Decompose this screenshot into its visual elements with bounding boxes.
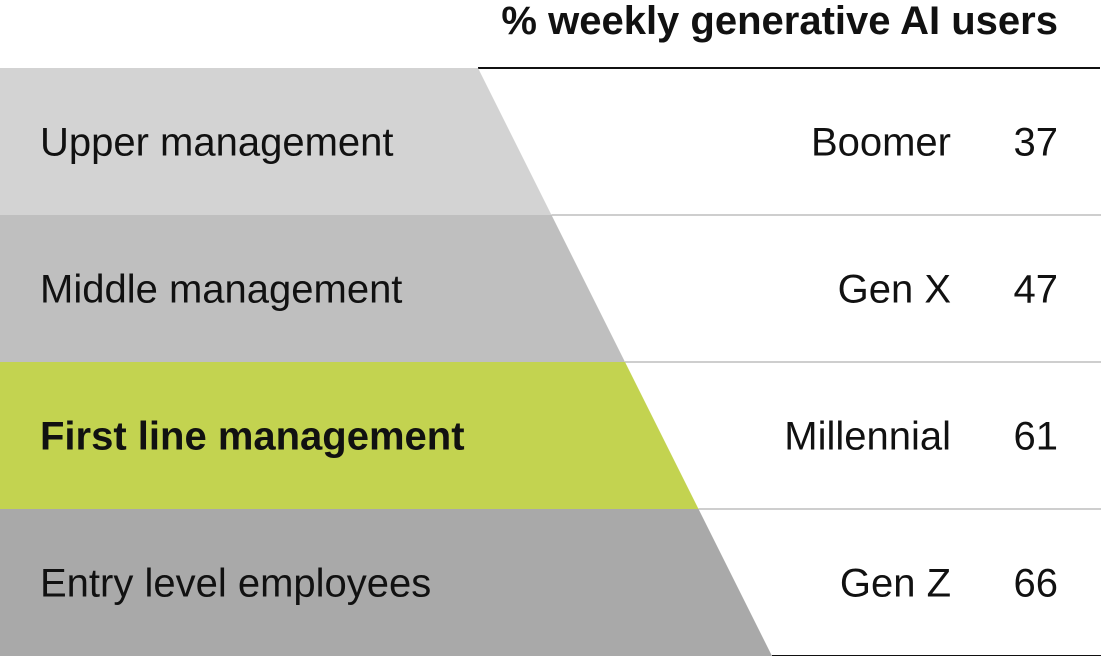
level-label: First line management	[40, 415, 465, 459]
chart-title: % weekly generative AI users	[501, 0, 1058, 43]
generation-label: Millennial	[784, 415, 951, 459]
level-label: Upper management	[40, 121, 394, 165]
level-label: Entry level employees	[40, 562, 431, 606]
value-label: 61	[1014, 415, 1059, 459]
funnel-segment	[0, 215, 625, 362]
generation-label: Gen X	[838, 268, 951, 312]
funnel-segment	[0, 509, 772, 656]
funnel-segment	[0, 68, 552, 215]
funnel-segment	[0, 362, 699, 509]
value-label: 66	[1014, 562, 1059, 606]
value-label: 37	[1014, 121, 1059, 165]
generation-label: Boomer	[811, 121, 951, 165]
generation-label: Gen Z	[840, 562, 951, 606]
value-label: 47	[1014, 268, 1059, 312]
level-label: Middle management	[40, 268, 402, 312]
